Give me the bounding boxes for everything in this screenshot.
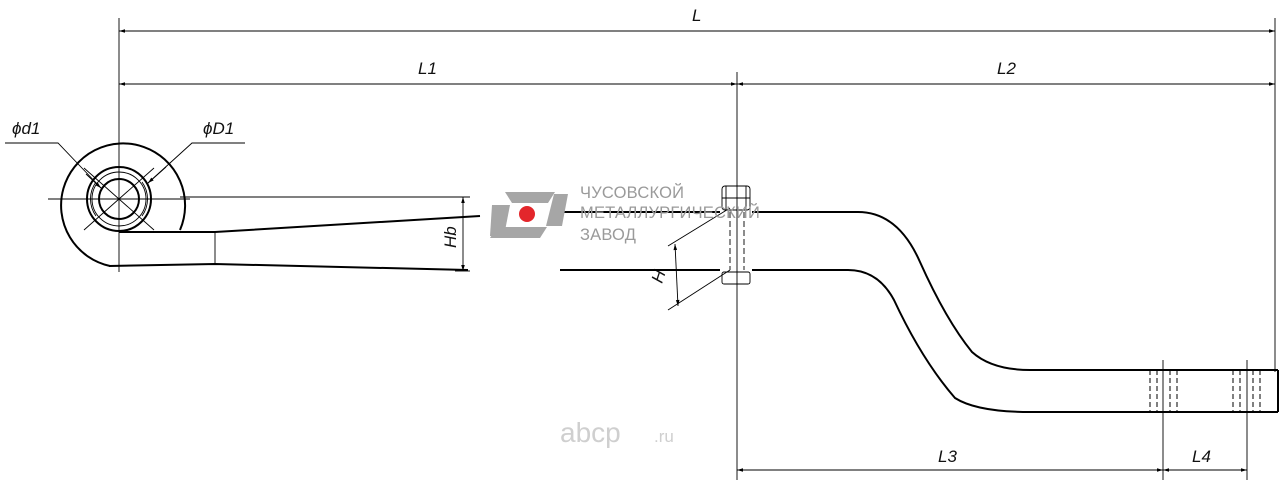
label-L2: L2 — [997, 59, 1016, 78]
dimension-L3: L3 — [737, 447, 1163, 472]
watermark: abcp .ru — [560, 417, 674, 448]
watermark-suffix: .ru — [654, 427, 674, 446]
label-L3: L3 — [938, 447, 957, 466]
manufacturer-logo: ЧУСОВСКОЙ МЕТАЛЛУРГИЧЕСКИЙ ЗАВОД — [490, 183, 760, 244]
dimension-H: H — [648, 207, 731, 311]
dimension-L: L — [119, 6, 1275, 33]
dimension-Hb: Hb — [441, 197, 465, 271]
end-holes — [1149, 370, 1261, 412]
logo-red-dot — [519, 206, 535, 222]
leaf-body — [108, 211, 1279, 413]
dimension-L4: L4 — [1163, 447, 1247, 472]
label-D1: ϕD1 — [203, 119, 234, 138]
dimension-L1: L1 — [119, 59, 737, 86]
dimension-L2: L2 — [737, 59, 1275, 86]
logo-line2: МЕТАЛЛУРГИЧЕСКИЙ — [580, 203, 760, 222]
logo-line3: ЗАВОД — [580, 226, 636, 244]
label-Hb: Hb — [441, 226, 460, 248]
label-L4: L4 — [1192, 447, 1211, 466]
center-bolt — [721, 185, 751, 285]
watermark-name: abcp — [560, 417, 621, 448]
spring-eye — [60, 142, 187, 267]
label-d1: ϕd1 — [12, 119, 40, 138]
logo-line1: ЧУСОВСКОЙ — [580, 183, 684, 202]
dimension-d1: ϕd1 — [5, 119, 102, 189]
extension-lines — [48, 18, 1276, 480]
label-L: L — [692, 6, 701, 25]
logo-mark — [490, 192, 568, 238]
label-L1: L1 — [418, 59, 437, 78]
dimension-D1: ϕD1 — [147, 119, 245, 184]
